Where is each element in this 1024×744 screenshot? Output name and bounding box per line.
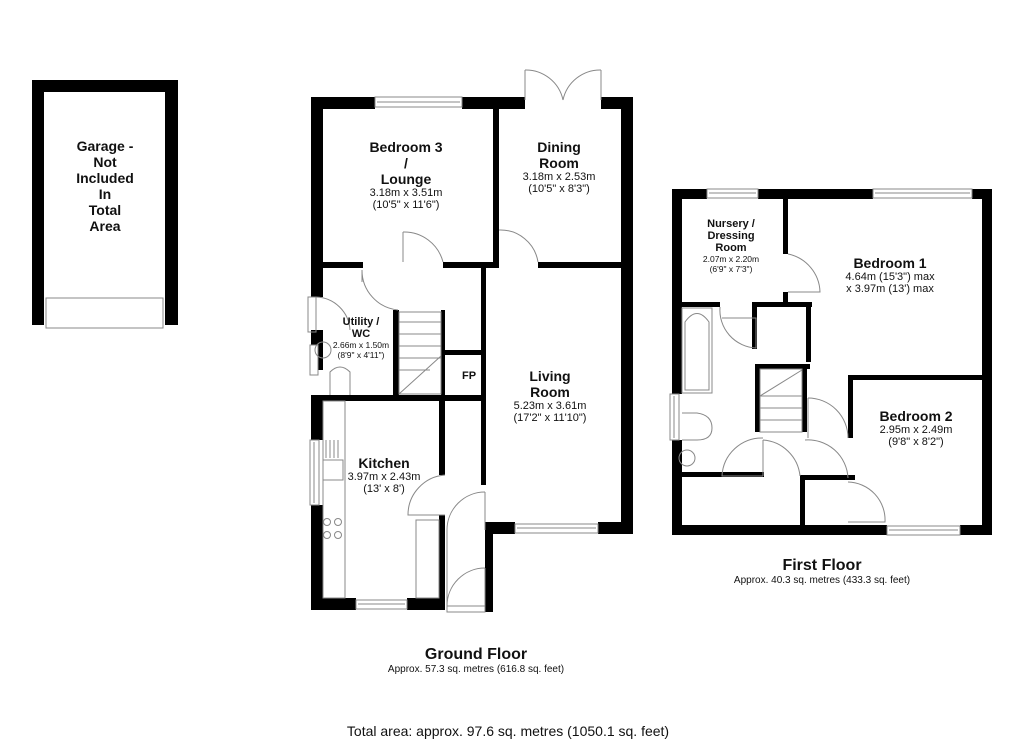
room-bedroom-2: Bedroom 2 2.95m x 2.49m (9'8" x 8'2") [879, 408, 952, 448]
floor-title: First Floor [782, 557, 862, 574]
garage-door [45, 297, 164, 329]
room-dimension-imperial: (8'9" x 4'11") [337, 350, 385, 360]
first-stairs [759, 368, 803, 433]
room-name: Bedroom 2 [879, 408, 953, 424]
bath-icon [684, 313, 710, 391]
first-floor-windows [669, 188, 973, 536]
room-bedroom-3-lounge: Bedroom 3 / Lounge 3.18m x 3.51m (10'5" … [369, 139, 442, 211]
room-name: Nursery / [707, 218, 755, 230]
room-name: Room [539, 155, 579, 171]
basin-icon [678, 449, 696, 467]
basin-icon [314, 341, 332, 359]
ground-floor-doors [307, 69, 602, 613]
room-dimension-metric: 2.95m x 2.49m [879, 424, 953, 436]
first-fixtures [678, 307, 713, 467]
garage-outline [32, 80, 178, 329]
room-name: Dressing [707, 230, 755, 242]
room-dimension-imperial: (9'8" x 8'2") [888, 436, 944, 448]
room-dimension-metric: 5.23m x 3.61m [513, 400, 587, 412]
toilet-icon [682, 412, 713, 441]
room-dimension-metric: 3.18m x 3.51m [369, 187, 443, 199]
room-name: Room [715, 242, 747, 254]
room-dimension-imperial: (6'9" x 7'3") [709, 264, 753, 274]
room-dimension-metric: 4.64m (15'3") max [845, 271, 935, 283]
total-area: Total area: approx. 97.6 sq. metres (105… [346, 723, 670, 739]
room-name: / [404, 155, 408, 171]
room-name: Lounge [380, 171, 432, 187]
room-name: Dining [537, 139, 581, 155]
room-living-room: Living Room 5.23m x 3.61m (17'2" x 11'10… [514, 368, 587, 424]
first-floor-walls [672, 189, 992, 535]
room-dimension-metric: 3.18m x 2.53m [522, 171, 596, 183]
first-floor-doors [719, 253, 886, 523]
room-name: Living [529, 368, 571, 384]
room-dimension-metric: 2.66m x 1.50m [332, 340, 390, 350]
room-name: Bedroom 1 [853, 255, 927, 271]
room-nursery-dressing: Nursery / Dressing Room 2.07m x 2.20m (6… [703, 218, 759, 274]
room-dimension-imperial: x 3.97m (13') max [846, 283, 934, 295]
garage-label: Garage - Not Included In Total Area [76, 138, 134, 234]
first-floor-caption: First Floor Approx. 40.3 sq. metres (433… [734, 557, 910, 587]
room-name: WC [351, 328, 371, 340]
ground-stairs [398, 311, 442, 395]
ground-floor-caption: Ground Floor Approx. 57.3 sq. metres (61… [388, 646, 564, 676]
room-name: Room [530, 384, 570, 400]
room-dimension-imperial: (10'5" x 8'3") [528, 183, 590, 195]
hob-icon [323, 518, 331, 526]
ground-floor-windows [309, 96, 599, 610]
room-name: Kitchen [358, 455, 410, 471]
room-dimension-metric: 2.07m x 2.20m [702, 254, 760, 264]
room-dimension-imperial: (13' x 8') [363, 483, 405, 495]
room-dimension-metric: 3.97m x 2.43m [347, 471, 421, 483]
ground-fixtures [314, 341, 440, 599]
sink-icon [322, 459, 344, 481]
room-name: Bedroom 3 [369, 139, 443, 155]
room-kitchen: Kitchen 3.97m x 2.43m (13' x 8') [348, 455, 421, 495]
room-bedroom-1: Bedroom 1 4.64m (15'3") max x 3.97m (13'… [845, 255, 934, 295]
room-name: FP [461, 370, 477, 382]
room-utility-wc: Utility / WC 2.66m x 1.50m (8'9" x 4'11"… [333, 316, 389, 360]
floor-area: Approx. 40.3 sq. metres (433.3 sq. feet) [733, 575, 911, 586]
fireplace-label: FP [462, 370, 476, 382]
room-dining-room: Dining Room 3.18m x 2.53m (10'5" x 8'3") [523, 139, 596, 195]
garage-name: Garage - Not Included In Total Area [76, 138, 134, 234]
room-name: Utility / [342, 316, 380, 328]
room-dimension-imperial: (17'2" x 11'10") [513, 412, 587, 424]
floor-title: Ground Floor [424, 646, 528, 663]
room-dimension-imperial: (10'5" x 11'6") [372, 199, 440, 211]
floor-area: Approx. 57.3 sq. metres (616.8 sq. feet) [387, 664, 565, 675]
